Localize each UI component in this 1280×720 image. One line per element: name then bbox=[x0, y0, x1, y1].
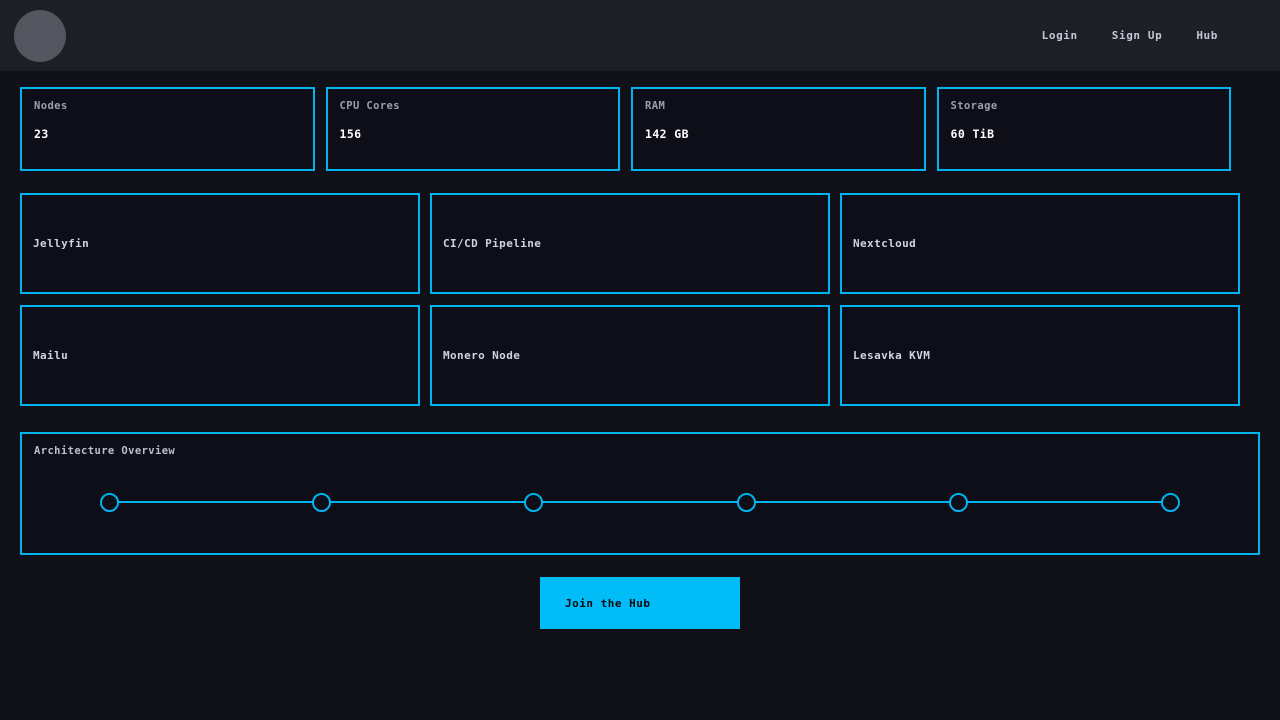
services-grid: Jellyfin CI/CD Pipeline Nextcloud Mailu … bbox=[0, 171, 1280, 406]
timeline-node[interactable] bbox=[312, 492, 332, 512]
stat-label: Storage bbox=[950, 100, 998, 112]
nav-link-login[interactable]: Login bbox=[1041, 29, 1078, 42]
timeline-node[interactable] bbox=[100, 492, 119, 512]
stat-card-cpu-cores: CPU Cores 156 bbox=[325, 87, 620, 171]
architecture-timeline bbox=[34, 482, 1246, 522]
stat-card-nodes: Nodes 23 bbox=[20, 87, 315, 171]
timeline-node-list bbox=[34, 482, 1246, 522]
stats-row: Nodes 23 CPU Cores 156 RAM 142 GB Storag… bbox=[0, 71, 1280, 171]
stat-label: RAM bbox=[645, 100, 666, 112]
nav-link-hub[interactable]: Hub bbox=[1196, 29, 1218, 42]
service-name: Jellyfin bbox=[33, 237, 90, 250]
stat-value: 142 GB bbox=[645, 127, 689, 141]
timeline-node[interactable] bbox=[948, 492, 968, 512]
timeline-node[interactable] bbox=[524, 492, 544, 512]
service-name: Mailu bbox=[33, 349, 69, 362]
architecture-section: Architecture Overview bbox=[0, 406, 1280, 555]
user-avatar[interactable] bbox=[14, 9, 66, 62]
service-card-nextcloud[interactable]: Nextcloud bbox=[840, 193, 1240, 294]
timeline-node[interactable] bbox=[1160, 492, 1180, 512]
service-name: Monero Node bbox=[443, 349, 521, 362]
stat-label: CPU Cores bbox=[339, 100, 400, 112]
service-name: CI/CD Pipeline bbox=[443, 237, 542, 250]
service-card-jellyfin[interactable]: Jellyfin bbox=[20, 193, 420, 294]
stat-card-ram: RAM 142 GB bbox=[631, 87, 926, 171]
service-card-monero-node[interactable]: Monero Node bbox=[430, 305, 830, 406]
architecture-title: Architecture Overview bbox=[34, 445, 176, 457]
join-the-hub-button[interactable]: Join the Hub bbox=[540, 577, 740, 629]
stat-card-storage: Storage 60 TiB bbox=[936, 87, 1231, 171]
stat-label: Nodes bbox=[34, 100, 68, 112]
timeline-connector-line bbox=[114, 501, 1166, 503]
stat-value: 23 bbox=[34, 127, 49, 141]
timeline-node[interactable] bbox=[736, 492, 756, 512]
service-card-mailu[interactable]: Mailu bbox=[20, 305, 420, 406]
top-header: Login Sign Up Hub bbox=[0, 0, 1280, 71]
stat-value: 156 bbox=[339, 127, 362, 141]
stat-value: 60 TiB bbox=[950, 127, 995, 141]
service-card-lesavka-kvm[interactable]: Lesavka KVM bbox=[840, 305, 1240, 406]
service-card-ci-cd-pipeline[interactable]: CI/CD Pipeline bbox=[430, 193, 830, 294]
nav-link-sign-up[interactable]: Sign Up bbox=[1111, 29, 1163, 42]
join-the-hub-label: Join the Hub bbox=[565, 596, 651, 610]
cta-row: Join the Hub bbox=[0, 555, 1280, 629]
service-name: Lesavka KVM bbox=[853, 349, 931, 362]
main-navigation: Login Sign Up Hub bbox=[1042, 29, 1262, 42]
architecture-panel: Architecture Overview bbox=[20, 432, 1260, 555]
service-name: Nextcloud bbox=[853, 237, 917, 250]
